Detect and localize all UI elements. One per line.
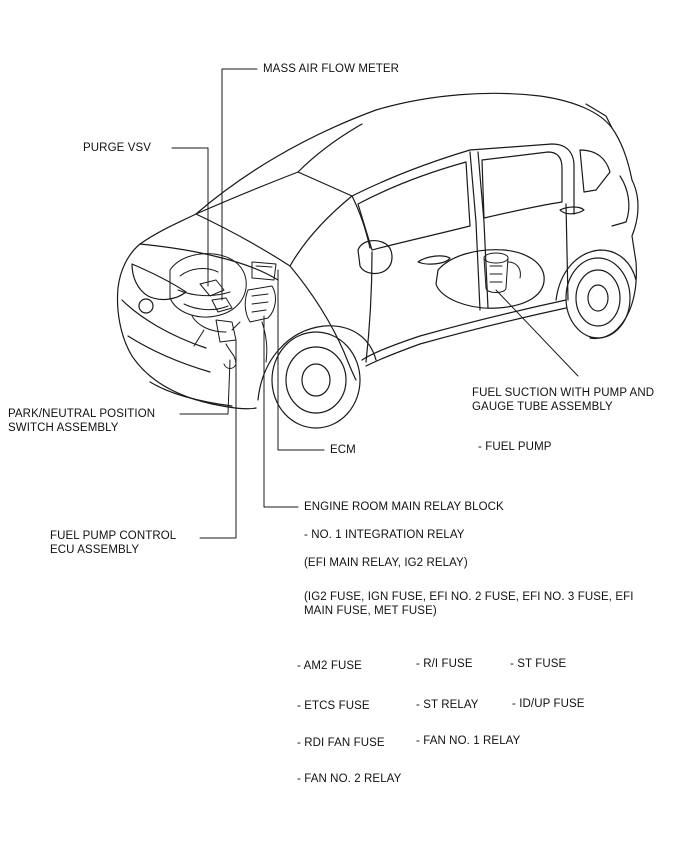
label-fuel-suction-line2: GAUGE TUBE ASSEMBLY [472, 401, 613, 413]
label-fuel-pump-control-ecu-line2: ECU ASSEMBLY [50, 544, 140, 556]
item-integration-fuses-line2: MAIN FUSE, MET FUSE) [304, 605, 437, 617]
item-integration-fuses-line1: (IG2 FUSE, IGN FUSE, EFI NO. 2 FUSE, EFI… [304, 591, 634, 603]
label-engine-room-main-relay-block: ENGINE ROOM MAIN RELAY BLOCK [304, 501, 504, 513]
item-integration-relay-detail: (EFI MAIN RELAY, IG2 RELAY) [304, 557, 468, 569]
item-am2-fuse: - AM2 FUSE [297, 660, 362, 672]
car-body-outline [116, 92, 639, 429]
leader-lines [171, 68, 579, 539]
label-fuel-pump-control-ecu-line1: FUEL PUMP CONTROL [50, 530, 177, 542]
label-fuel-pump: - FUEL PUMP [478, 441, 552, 453]
item-fan-no1-relay: - FAN NO. 1 RELAY [416, 735, 521, 747]
label-purge-vsv: PURGE VSV [83, 142, 152, 154]
item-fan-no2-relay: - FAN NO. 2 RELAY [297, 773, 402, 785]
item-no1-integration-relay: - NO. 1 INTEGRATION RELAY [304, 529, 465, 541]
label-ecm: ECM [330, 444, 356, 456]
label-fuel-suction-line1: FUEL SUCTION WITH PUMP AND [472, 387, 655, 399]
item-st-fuse: - ST FUSE [510, 658, 567, 670]
label-park-neutral-switch-line2: SWITCH ASSEMBLY [8, 422, 119, 434]
label-park-neutral-switch-line1: PARK/NEUTRAL POSITION [8, 408, 156, 420]
item-idup-fuse: - ID/UP FUSE [512, 698, 585, 710]
item-rdi-fan-fuse: - RDI FAN FUSE [297, 737, 385, 749]
item-st-relay: - ST RELAY [416, 699, 479, 711]
item-ri-fuse: - R/I FUSE [416, 658, 473, 670]
item-etcs-fuse: - ETCS FUSE [297, 700, 370, 712]
fuel-pump-sketch [483, 252, 521, 293]
label-mass-air-flow-meter: MASS AIR FLOW METER [263, 63, 400, 75]
